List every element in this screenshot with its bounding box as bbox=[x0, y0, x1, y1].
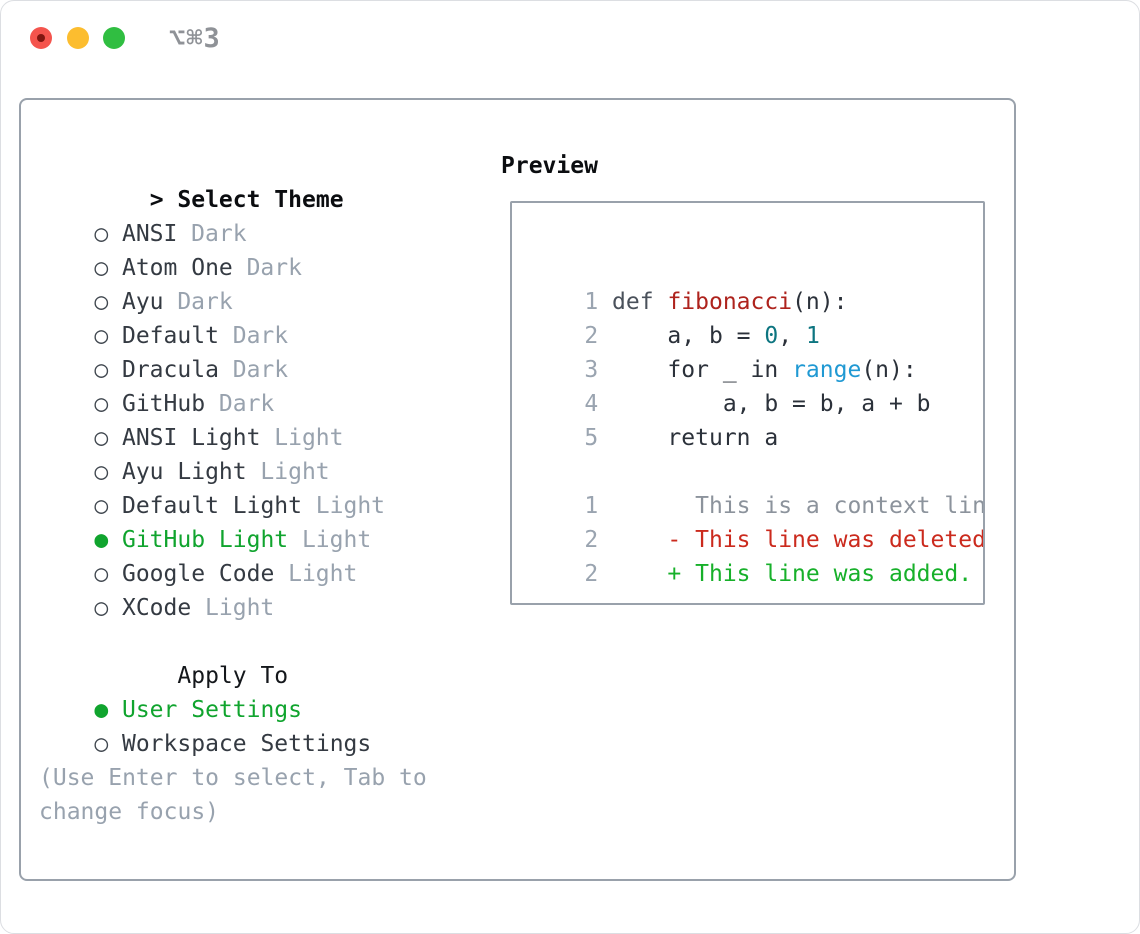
diff-line: 2 + This line was added. bbox=[529, 523, 983, 587]
theme-option-label: GitHub Light bbox=[121, 527, 289, 553]
apply-option-label: Workspace Settings bbox=[121, 731, 372, 757]
diff-line: 2 - This line was deleted. bbox=[529, 489, 983, 553]
code-line: 3 for _ in range(n): bbox=[529, 319, 983, 383]
line-number: 2 bbox=[584, 323, 599, 349]
theme-option-label: Ayu Light bbox=[121, 459, 247, 485]
code-line: 4 a, b = b, a + b bbox=[529, 353, 983, 417]
code-content: def fibonacci(n): bbox=[612, 289, 848, 315]
theme-variant-label: Dark bbox=[177, 289, 233, 315]
prompt-icon: > bbox=[149, 187, 164, 213]
radio-icon: ○ bbox=[94, 493, 109, 519]
theme-variant-label: Light bbox=[260, 459, 330, 485]
close-button-icon[interactable] bbox=[30, 27, 52, 49]
theme-option[interactable]: ○ Ayu Dark bbox=[39, 251, 479, 315]
theme-option[interactable]: ● GitHub Light Light bbox=[39, 489, 479, 553]
radio-icon: ○ bbox=[94, 391, 109, 417]
theme-option-label: Ayu bbox=[121, 289, 164, 315]
theme-variant-label: Dark bbox=[191, 221, 247, 247]
line-number: 1 bbox=[584, 289, 599, 315]
theme-variant-label: Light bbox=[288, 561, 358, 587]
code-content: a, b = b, a + b bbox=[612, 391, 931, 417]
theme-option-label: Atom One bbox=[121, 255, 233, 281]
line-number: 5 bbox=[584, 425, 599, 451]
diff-block: 1 This is a context line. 2 - This line … bbox=[529, 455, 983, 587]
code-block: 1 def fibonacci(n): 2 a, b = 0, 1 3 for _… bbox=[529, 251, 983, 451]
code-line: 5 return a bbox=[529, 387, 983, 451]
radio-icon: ○ bbox=[94, 731, 109, 757]
zoom-button-icon[interactable] bbox=[103, 27, 125, 49]
diff-content: + This line was added. bbox=[612, 561, 973, 587]
theme-option[interactable]: ○ Google Code Light bbox=[39, 523, 479, 587]
line-number: 2 bbox=[584, 527, 599, 553]
theme-variant-label: Light bbox=[205, 595, 275, 621]
theme-variant-label: Light bbox=[301, 527, 372, 553]
radio-icon: ○ bbox=[94, 459, 109, 485]
window-title: ⌥⌘3 bbox=[169, 23, 221, 54]
theme-option-label: GitHub bbox=[121, 391, 206, 417]
radio-icon: ○ bbox=[94, 425, 109, 451]
radio-icon: ● bbox=[94, 697, 109, 723]
code-content: a, b = 0, 1 bbox=[612, 323, 820, 349]
apply-option[interactable]: ○ Workspace Settings bbox=[39, 693, 479, 757]
theme-option[interactable]: ○ XCode Light bbox=[39, 557, 479, 621]
apply-to-list: ● User Settings ○ Workspace Settings bbox=[39, 659, 479, 757]
theme-option-label: Google Code bbox=[121, 561, 275, 587]
theme-option[interactable]: ○ Dracula Dark bbox=[39, 319, 479, 383]
line-number: 2 bbox=[584, 561, 599, 587]
close-button-dot-icon bbox=[37, 34, 45, 42]
select-theme-header: > Select Theme bbox=[39, 149, 479, 213]
code-line: 2 a, b = 0, 1 bbox=[529, 285, 983, 349]
diff-content: This is a context line. bbox=[612, 493, 985, 519]
radio-icon: ○ bbox=[94, 357, 109, 383]
apply-option-label: User Settings bbox=[121, 697, 302, 723]
line-number: 4 bbox=[584, 391, 599, 417]
theme-option[interactable]: ○ ANSI Light Light bbox=[39, 387, 479, 451]
select-theme-title: Select Theme bbox=[177, 187, 344, 213]
preview-box: 1 def fibonacci(n): 2 a, b = 0, 1 3 for _… bbox=[510, 201, 985, 605]
line-number: 1 bbox=[584, 493, 599, 519]
radio-icon: ○ bbox=[94, 595, 109, 621]
preview-title: Preview bbox=[501, 153, 598, 179]
theme-option-label: XCode bbox=[121, 595, 192, 621]
code-line: 1 def fibonacci(n): bbox=[529, 251, 983, 315]
diff-content: - This line was deleted. bbox=[612, 527, 985, 553]
apply-option[interactable]: ● User Settings bbox=[39, 659, 479, 723]
theme-option-label: Dracula bbox=[121, 357, 219, 383]
apply-to-header: Apply To bbox=[39, 625, 479, 689]
theme-variant-label: Dark bbox=[232, 357, 289, 383]
theme-option-label: Default Light bbox=[121, 493, 302, 519]
theme-variant-label: Dark bbox=[246, 255, 302, 281]
theme-option[interactable]: ○ Ayu Light Light bbox=[39, 421, 479, 485]
theme-variant-label: Light bbox=[315, 493, 386, 519]
radio-icon: ● bbox=[94, 527, 109, 553]
radio-icon: ○ bbox=[94, 323, 109, 349]
code-content: for _ in range(n): bbox=[612, 357, 917, 383]
minimize-button-icon[interactable] bbox=[67, 27, 89, 49]
footer-hint: (Use Enter to select, Tab to change focu… bbox=[39, 765, 427, 825]
preview-column: Preview 1 def fibonacci(n): 2 a, b = 0, 1… bbox=[501, 149, 985, 605]
theme-option-label: ANSI bbox=[121, 221, 178, 247]
theme-variant-label: Dark bbox=[232, 323, 289, 349]
theme-option[interactable]: ○ GitHub Dark bbox=[39, 353, 479, 417]
theme-option[interactable]: ○ Atom One Dark bbox=[39, 217, 479, 281]
theme-option-label: Default bbox=[121, 323, 219, 349]
radio-icon: ○ bbox=[94, 221, 109, 247]
radio-icon: ○ bbox=[94, 289, 109, 315]
diff-line: 1 This is a context line. bbox=[529, 455, 983, 519]
title-bar: ⌥⌘3 bbox=[1, 1, 1139, 75]
theme-option[interactable]: ○ Default Dark bbox=[39, 285, 479, 349]
radio-icon: ○ bbox=[94, 255, 109, 281]
code-content: return a bbox=[612, 425, 779, 451]
theme-option[interactable]: ○ ANSI Dark bbox=[39, 183, 479, 247]
theme-option-label: ANSI Light bbox=[121, 425, 261, 451]
theme-variant-label: Light bbox=[274, 425, 344, 451]
apply-to-title: Apply To bbox=[177, 663, 289, 689]
radio-icon: ○ bbox=[94, 561, 109, 587]
line-number: 3 bbox=[584, 357, 599, 383]
theme-variant-label: Dark bbox=[218, 391, 275, 417]
theme-option[interactable]: ○ Default Light Light bbox=[39, 455, 479, 519]
